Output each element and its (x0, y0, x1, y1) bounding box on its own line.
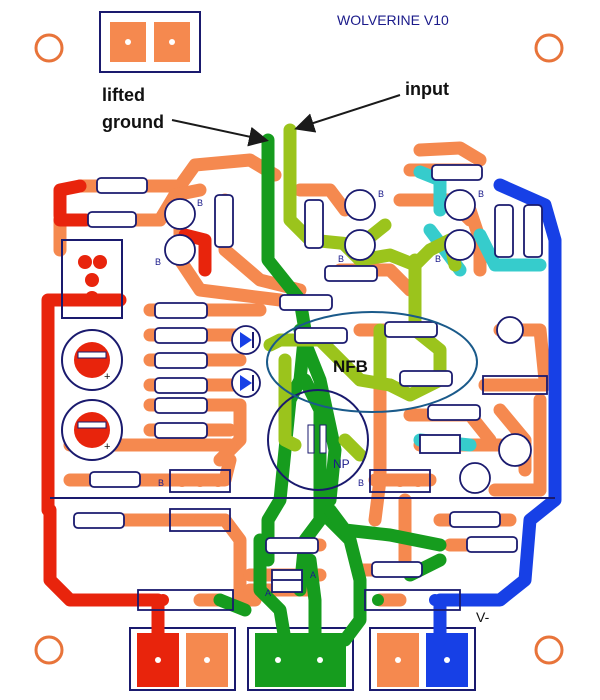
mark-b1: B (197, 198, 203, 208)
mark-b8: B (358, 478, 364, 488)
mark-b5: B (478, 189, 484, 199)
mounting-hole-top-right (534, 33, 564, 63)
ground-traces (213, 133, 447, 647)
bottom-pads (129, 627, 476, 691)
mark-b6: B (435, 254, 441, 264)
mark-b3: B (378, 189, 384, 199)
mark-b7: B (158, 478, 164, 488)
electrolytic-capacitors (61, 329, 532, 491)
mark-b2: B (155, 257, 161, 267)
mounting-hole-bottom-left (34, 635, 64, 665)
mounting-hole-top-left (34, 33, 64, 63)
mounting-holes (34, 33, 564, 665)
cyan-traces (413, 165, 547, 452)
board-title: WOLVERINE V10 (337, 12, 449, 28)
v-minus-label: V- (476, 609, 490, 625)
diodes (231, 325, 261, 398)
mark-a1: A (310, 570, 316, 580)
input-arrow (294, 94, 401, 133)
top-connector (99, 11, 201, 73)
np-label: NP (333, 457, 350, 471)
transistors (164, 189, 524, 494)
lifted-ground-arrow (171, 119, 269, 147)
lifted-ground-label-line1: lifted (102, 85, 145, 105)
mark-b4: B (338, 254, 344, 264)
nfb-ellipse (266, 311, 478, 413)
resistors (73, 164, 543, 578)
input-label: input (405, 79, 449, 99)
mark-plus1: + (104, 371, 110, 383)
nfb-label: NFB (333, 357, 368, 376)
mark-a2: A (265, 588, 271, 598)
pin-headers (137, 375, 548, 611)
mounting-hole-bottom-right (534, 635, 564, 665)
mark-plus2: + (104, 441, 110, 453)
trimmer-box (61, 239, 123, 319)
lifted-ground-label-line2: ground (102, 112, 164, 132)
